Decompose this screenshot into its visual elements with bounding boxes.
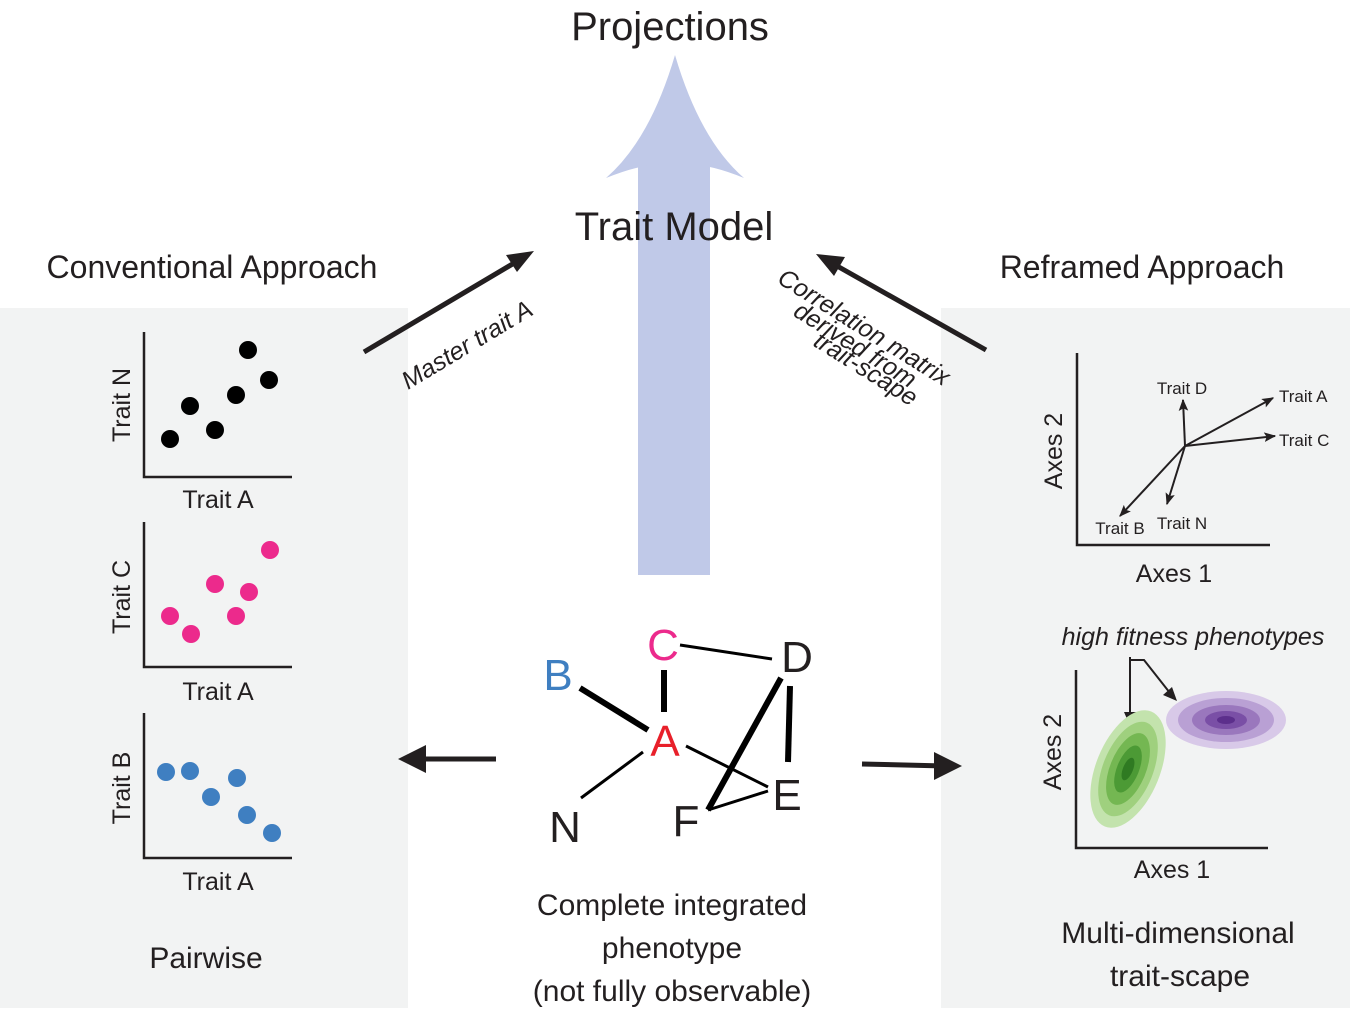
biplot-xlabel: Axes 1 xyxy=(1136,560,1212,588)
scatter-trait-c: Trait C Trait A xyxy=(108,522,292,706)
fitness-ylabel: Axes 2 xyxy=(1039,714,1067,790)
vector-trait-b: Trait B xyxy=(1095,519,1144,538)
right-arrow-head xyxy=(934,752,962,780)
xlabel-trait-a-3: Trait A xyxy=(182,868,254,896)
vector-trait-d: Trait D xyxy=(1157,379,1207,398)
node-d: D xyxy=(781,633,813,682)
left-panel xyxy=(0,308,408,1008)
scatter-trait-n: Trait N Trait A xyxy=(108,332,292,514)
biplot: Axes 2 Axes 1 Trait D Trait A Trait C Tr… xyxy=(1040,353,1329,588)
master-arrow-label: Master trait A xyxy=(397,295,538,395)
fitness-plot: high fitness phenotypes Axes 2 Axes 1 xyxy=(1039,623,1324,884)
ylabel-trait-n: Trait N xyxy=(108,368,136,442)
point xyxy=(157,763,175,781)
point xyxy=(260,371,278,389)
center-caption: Complete integrated phenotype (not fully… xyxy=(533,889,811,1008)
fitness-xlabel: Axes 1 xyxy=(1134,856,1210,884)
point xyxy=(161,607,179,625)
point xyxy=(227,607,245,625)
trait-model-label: Trait Model xyxy=(575,205,774,249)
xlabel-trait-a-1: Trait A xyxy=(182,486,254,514)
point xyxy=(181,762,199,780)
vector-trait-c: Trait C xyxy=(1279,431,1329,450)
correlation-arrow-head xyxy=(816,254,845,276)
svg-text:Complete integrated: Complete integrated xyxy=(537,889,807,922)
ylabel-trait-c: Trait C xyxy=(108,560,136,634)
svg-text:Multi-dimensional: Multi-dimensional xyxy=(1061,917,1294,950)
point xyxy=(228,769,246,787)
svg-text:trait-scape: trait-scape xyxy=(1110,960,1250,993)
trait-network: A B C D E F N xyxy=(543,621,813,852)
left-heading: Conventional Approach xyxy=(47,249,378,285)
master-arrow xyxy=(362,253,528,355)
point xyxy=(261,541,279,559)
right-caption: Multi-dimensional trait-scape xyxy=(1061,917,1294,993)
left-caption: Pairwise xyxy=(149,942,262,975)
correlation-label: Correlation matrix derived from trait-sc… xyxy=(773,263,956,412)
point xyxy=(181,397,199,415)
ylabel-trait-b: Trait B xyxy=(108,752,136,825)
point xyxy=(227,386,245,404)
biplot-ylabel: Axes 2 xyxy=(1040,413,1068,489)
point xyxy=(206,575,224,593)
node-n: N xyxy=(549,803,581,852)
scatter-trait-b: Trait B Trait A xyxy=(108,713,292,896)
right-heading: Reframed Approach xyxy=(1000,249,1285,285)
fitness-label: high fitness phenotypes xyxy=(1062,623,1325,651)
node-c: C xyxy=(647,621,679,670)
correlation-arrow xyxy=(828,259,988,353)
green-cluster xyxy=(1090,710,1166,828)
master-arrow-head xyxy=(506,251,534,272)
right-panel xyxy=(941,308,1350,1008)
point xyxy=(263,824,281,842)
node-a: A xyxy=(650,717,680,766)
point xyxy=(161,430,179,448)
projection-arrow xyxy=(606,55,744,575)
point xyxy=(202,788,220,806)
node-e: E xyxy=(772,771,801,820)
purple-cluster xyxy=(1166,691,1286,749)
vector-trait-a: Trait A xyxy=(1279,387,1328,406)
svg-text:phenotype: phenotype xyxy=(602,932,742,965)
xlabel-trait-a-2: Trait A xyxy=(182,678,254,706)
point xyxy=(238,806,256,824)
left-arrow-head xyxy=(398,745,426,773)
title: Projections xyxy=(571,5,769,49)
point xyxy=(240,583,258,601)
node-b: B xyxy=(543,651,572,700)
node-f: F xyxy=(673,797,700,846)
svg-text:(not fully observable): (not fully observable) xyxy=(533,975,811,1008)
point xyxy=(239,341,257,359)
point xyxy=(206,421,224,439)
point xyxy=(182,625,200,643)
right-arrow xyxy=(861,761,946,769)
vector-trait-n: Trait N xyxy=(1157,514,1207,533)
